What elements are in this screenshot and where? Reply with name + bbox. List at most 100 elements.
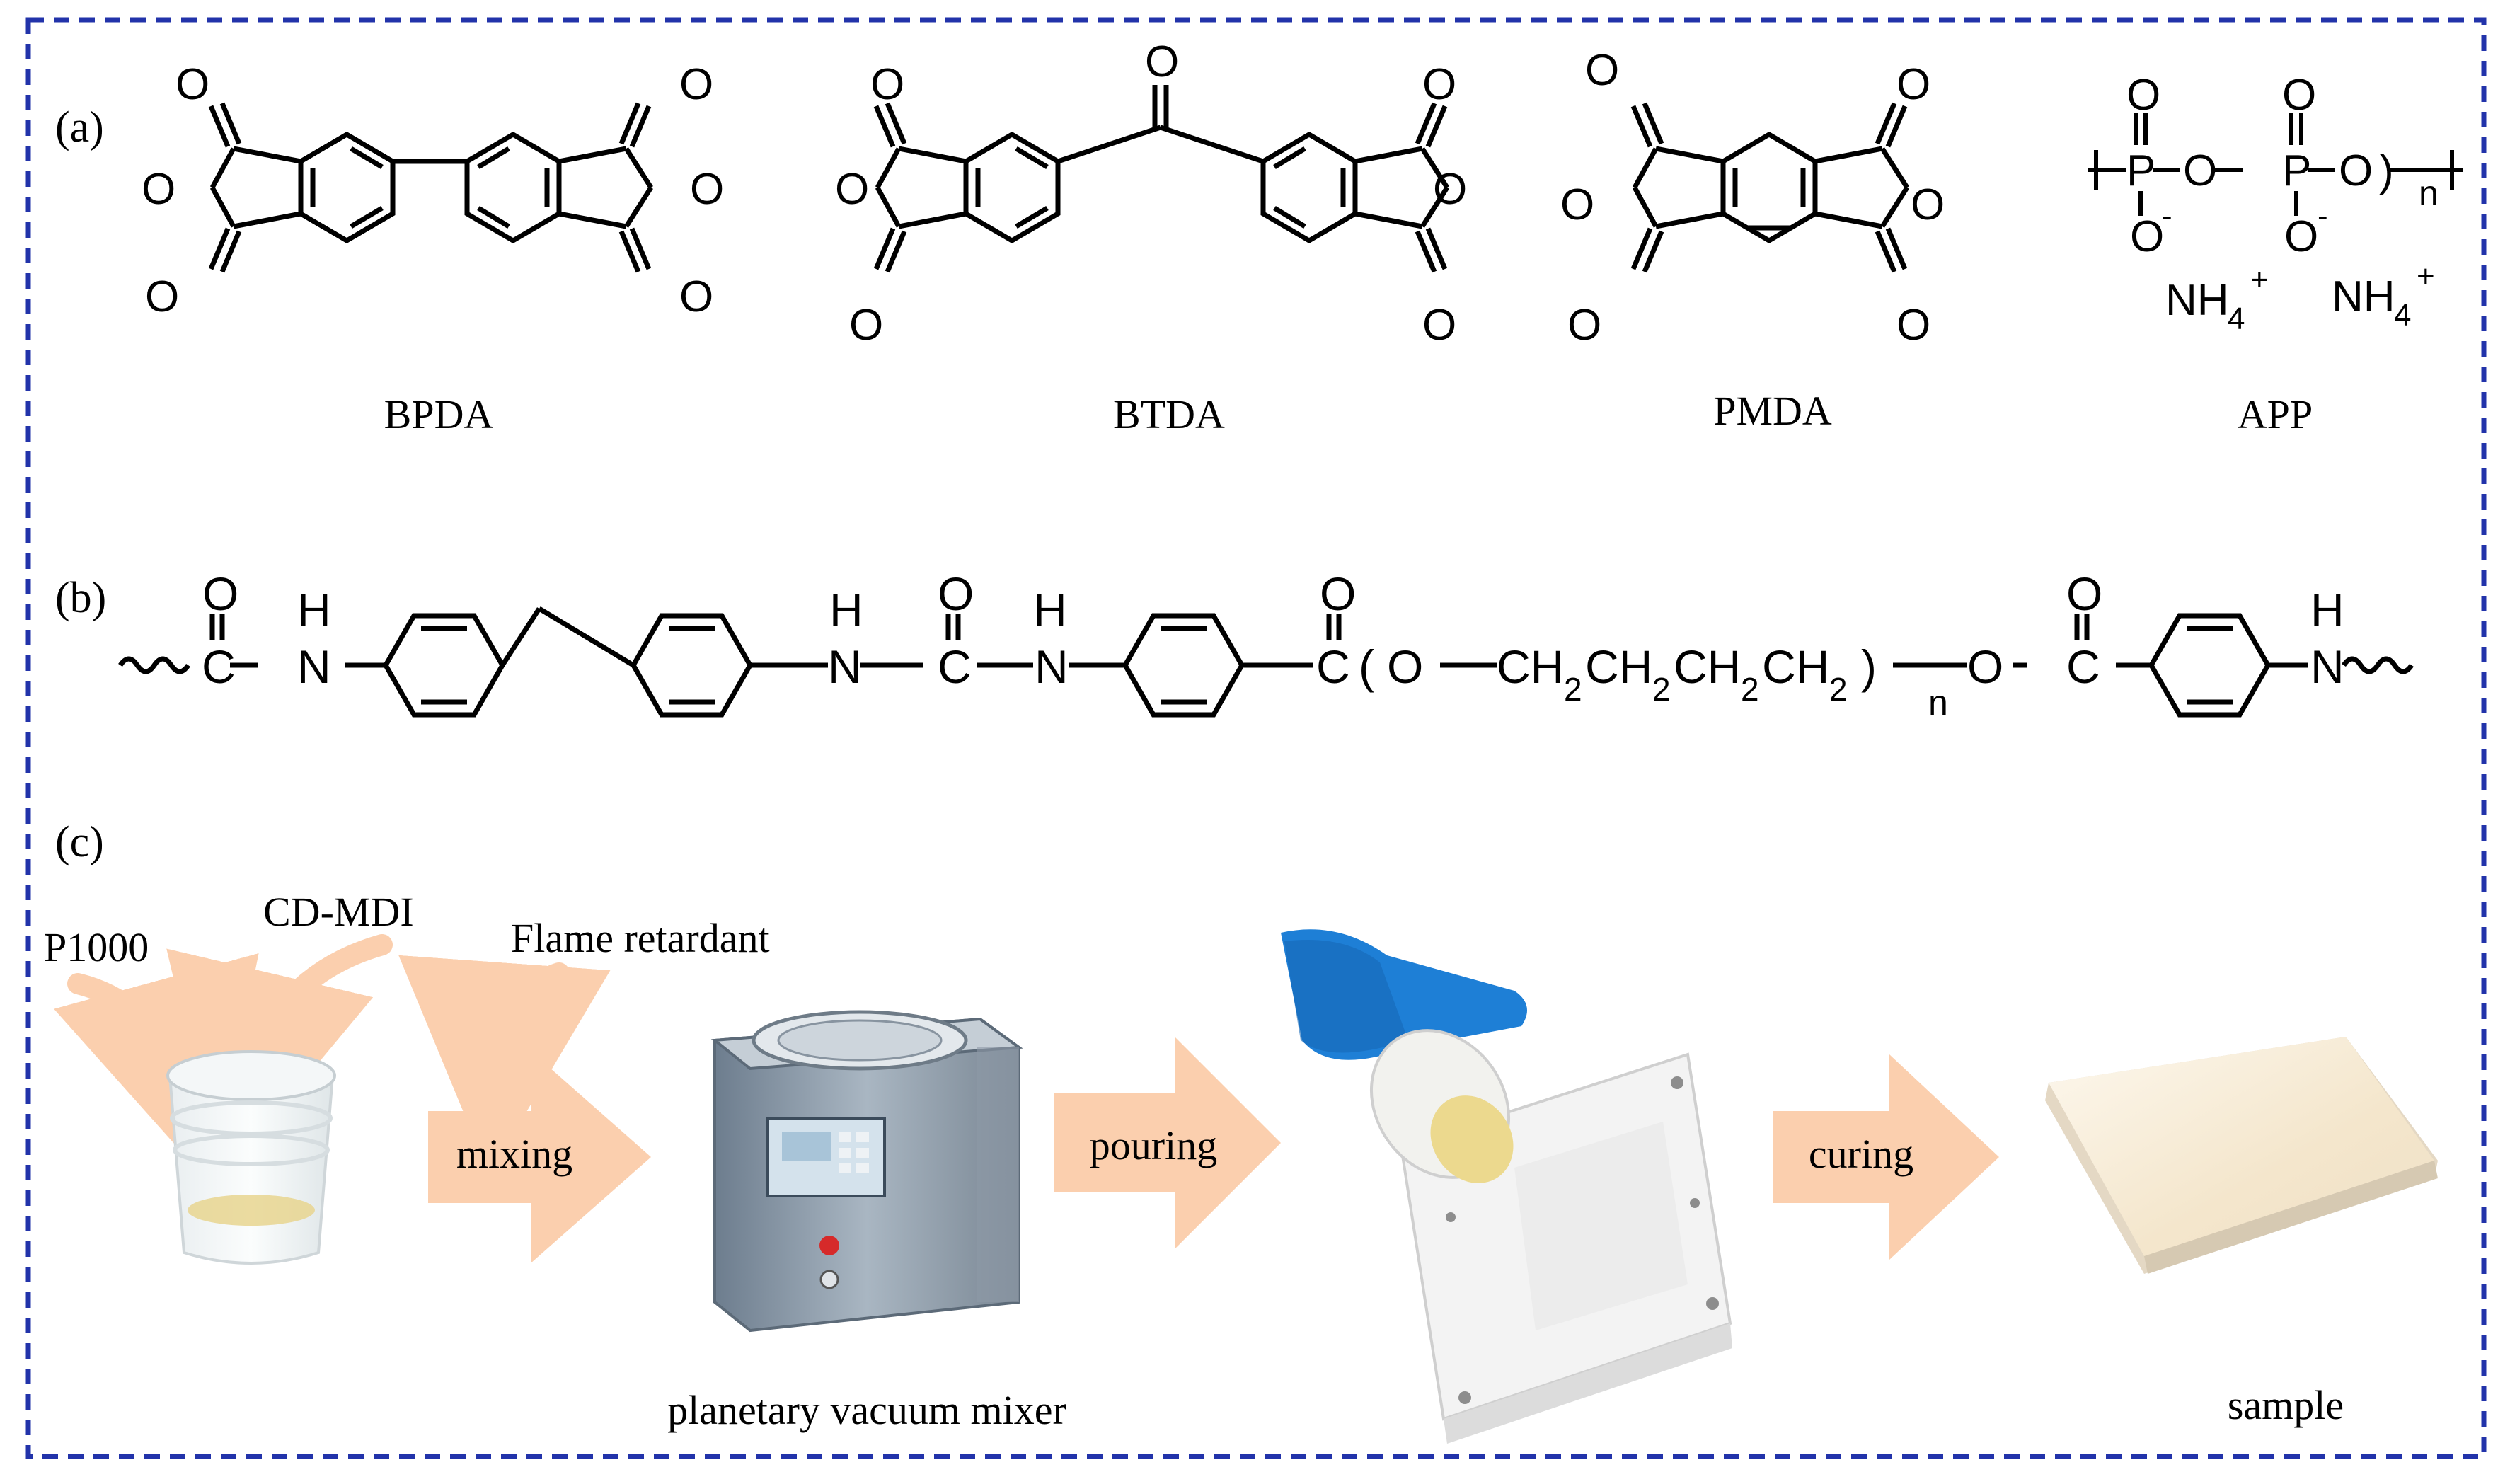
- panel-label-c: (c): [55, 818, 104, 866]
- polymer-h-3: H: [1033, 584, 1067, 636]
- app-nh4-2-sup: +: [2417, 259, 2435, 294]
- polymer-ch2-1-sub: 2: [1564, 671, 1582, 708]
- app-o-minus-1: O: [2130, 212, 2164, 261]
- polymer-o-1: O: [202, 568, 238, 620]
- wavy-bond-left: [118, 656, 190, 674]
- bpda-o-top-left: O: [175, 60, 209, 109]
- process-arrow-curing: [1773, 1054, 1999, 1260]
- pmda-o-top-right: O: [1896, 60, 1930, 109]
- polymer-ch2-3-sub: 2: [1741, 671, 1759, 708]
- polymer-o-6: O: [2066, 568, 2102, 620]
- app-o-minus-2: O: [2284, 212, 2318, 261]
- step-label-mixing: mixing: [456, 1131, 572, 1177]
- bpda-o-top-right: O: [679, 60, 713, 109]
- app-o-link-1: O: [2183, 146, 2217, 195]
- pmda-o-bottom-right: O: [1896, 301, 1930, 350]
- caption-sample: sample: [2228, 1382, 2344, 1428]
- input-label-flame-retardant: Flame retardant: [511, 915, 770, 961]
- polymer-ch2-1: CH: [1497, 640, 1564, 693]
- step-label-pouring: pouring: [1090, 1122, 1217, 1168]
- pmda-o-ring-right: O: [1911, 180, 1945, 229]
- app-structure: O O P O P O O O - - n ) NH 4 + NH 4 +: [2088, 71, 2463, 336]
- btda-o-ring-left: O: [835, 165, 869, 214]
- planetary-vacuum-mixer-image: [710, 1010, 1023, 1333]
- panel-label-a: (a): [55, 103, 104, 151]
- polymer-ch2-4-sub: 2: [1829, 671, 1848, 708]
- btda-o-ketone: O: [1145, 38, 1179, 86]
- btda-o-top-left: O: [870, 60, 904, 109]
- input-label-cd-mdi: CD-MDI: [263, 889, 414, 935]
- polymer-c-1: C: [202, 640, 236, 693]
- app-p-2: P: [2282, 146, 2311, 195]
- polymer-ch2-4: CH: [1762, 640, 1829, 693]
- chemical-name-pmda: PMDA: [1713, 388, 1832, 434]
- polymer-ch2-3: CH: [1674, 640, 1741, 693]
- polymer-n-4: N: [2310, 640, 2344, 693]
- sample-image: [2045, 1037, 2438, 1274]
- app-o-top-2: O: [2282, 71, 2316, 120]
- process-diagram: P1000 CD-MDI Flame retardant mixing: [44, 889, 2438, 1444]
- chemical-name-bpda: BPDA: [384, 391, 494, 437]
- polymer-paren-open: (: [1359, 640, 1374, 693]
- polymer-c-4: C: [2066, 640, 2100, 693]
- dashed-frame: [25, 17, 2487, 1459]
- chemical-name-app: APP: [2238, 391, 2313, 437]
- polymer-repeat-n: n: [1928, 683, 1948, 723]
- panel-label-b: (b): [55, 574, 106, 622]
- polymer-o-4: O: [1387, 640, 1423, 693]
- bpda-o-bottom-right: O: [679, 272, 713, 321]
- app-p-1: P: [2126, 146, 2155, 195]
- polymer-h-4: H: [2310, 584, 2344, 636]
- btda-o-bottom-right: O: [1422, 301, 1456, 350]
- app-o-link-2: O: [2339, 146, 2373, 195]
- polymer-o-3: O: [1320, 568, 1356, 620]
- app-minus-1: -: [2162, 199, 2172, 234]
- app-nh4-1-sup: +: [2250, 263, 2269, 297]
- pmda-o-bottom-left: O: [1567, 301, 1601, 350]
- polymer-c-3: C: [1316, 640, 1350, 693]
- app-nh4-2-sub: 4: [2394, 298, 2411, 333]
- polymer-o-2: O: [938, 568, 974, 620]
- wavy-bond-right: [2342, 656, 2414, 674]
- polymer-o-5: O: [1967, 640, 2003, 693]
- app-nh4-1: NH: [2165, 276, 2229, 325]
- polymer-ch2-2: CH: [1585, 640, 1652, 693]
- step-label-curing: curing: [1809, 1131, 1913, 1177]
- polymer-h-2: H: [829, 584, 863, 636]
- btda-o-bottom-left: O: [849, 301, 883, 350]
- cup-image: [166, 1050, 336, 1265]
- btda-structure: [873, 85, 1449, 273]
- process-arrow-mixing: [428, 1051, 651, 1263]
- caption-planetary-vacuum-mixer: planetary vacuum mixer: [667, 1387, 1066, 1433]
- bpda-o-ring-left: O: [142, 165, 175, 214]
- app-bracket-right: ): [2379, 146, 2394, 195]
- polymer-ch2-2-sub: 2: [1652, 671, 1671, 708]
- pouring-image: [1281, 929, 1732, 1444]
- bpda-o-ring-right: O: [690, 165, 724, 214]
- app-o-top-1: O: [2126, 71, 2160, 120]
- app-repeat-n: n: [2419, 173, 2439, 213]
- bpda-structure: [208, 102, 653, 273]
- polymer-c-2: C: [938, 640, 972, 693]
- chemical-name-btda: BTDA: [1113, 391, 1225, 437]
- btda-o-ring-right: O: [1433, 165, 1467, 214]
- polymer-paren-close: ): [1861, 640, 1877, 693]
- btda-o-top-right: O: [1422, 60, 1456, 109]
- pmda-o-top-left: O: [1585, 46, 1619, 95]
- polymer-n-3: N: [1035, 640, 1069, 693]
- polymer-n-1: N: [297, 640, 331, 693]
- process-arrow-pouring: [1054, 1037, 1281, 1249]
- input-arrow-flame-retardant: [398, 955, 611, 1175]
- polymer-h-1: H: [297, 584, 331, 636]
- input-label-p1000: P1000: [44, 924, 149, 970]
- bpda-o-bottom-left: O: [145, 272, 179, 321]
- pmda-structure: [1630, 102, 1909, 273]
- app-nh4-1-sub: 4: [2228, 301, 2245, 336]
- polymer-n-2: N: [828, 640, 862, 693]
- polymer-structure: O C H N H N O C H N O C ( O CH 2 CH 2 CH…: [118, 568, 2414, 723]
- pmda-o-ring-left: O: [1560, 180, 1594, 229]
- app-nh4-2: NH: [2332, 272, 2395, 321]
- app-minus-2: -: [2318, 199, 2328, 234]
